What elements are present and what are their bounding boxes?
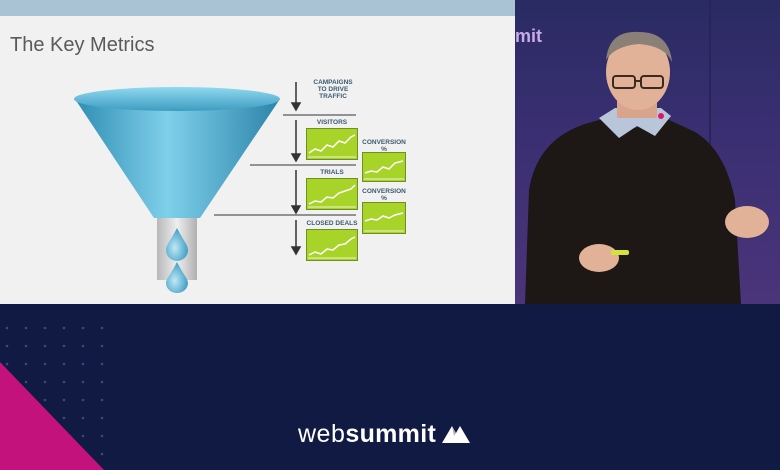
stage-backdrop-text: mit — [515, 26, 542, 46]
slide-header-bar — [0, 0, 515, 16]
water-drop-icon — [166, 228, 188, 261]
speaker-video-feed: mit — [515, 0, 780, 304]
conversion-1-metric-chart — [362, 152, 406, 182]
websummit-logo: web summit — [298, 414, 471, 454]
closed-deals-metric-chart — [306, 229, 358, 261]
conference-footer: web summit — [0, 304, 780, 470]
speaker-figure — [525, 0, 769, 304]
presentation-slide: The Key Metrics — [0, 0, 515, 304]
funnel-rim — [74, 87, 280, 111]
stage-label-conversion-2: CONVERSION % — [362, 188, 406, 202]
water-drop-icon — [166, 262, 188, 293]
logo-word-summit: summit — [345, 419, 437, 448]
funnel-cone — [75, 99, 280, 218]
stage-label-campaigns: CAMPAIGNS TO DRIVE TRAFFIC — [313, 79, 353, 100]
magenta-corner-accent — [0, 362, 104, 470]
stage-label-visitors: VISITORS — [316, 119, 348, 126]
visitors-metric-chart — [306, 128, 358, 160]
websummit-mountain-icon — [442, 426, 471, 443]
conversion-2-metric-chart — [362, 202, 406, 234]
trials-metric-chart — [306, 178, 358, 210]
stage-label-closed-deals: CLOSED DEALS — [306, 220, 358, 227]
stage-label-conversion-1: CONVERSION % — [362, 139, 406, 153]
logo-word-web: web — [298, 419, 346, 448]
funnel-diagram — [74, 82, 356, 293]
stage-label-trials: TRIALS — [320, 169, 344, 176]
slide-title: The Key Metrics — [10, 34, 155, 56]
